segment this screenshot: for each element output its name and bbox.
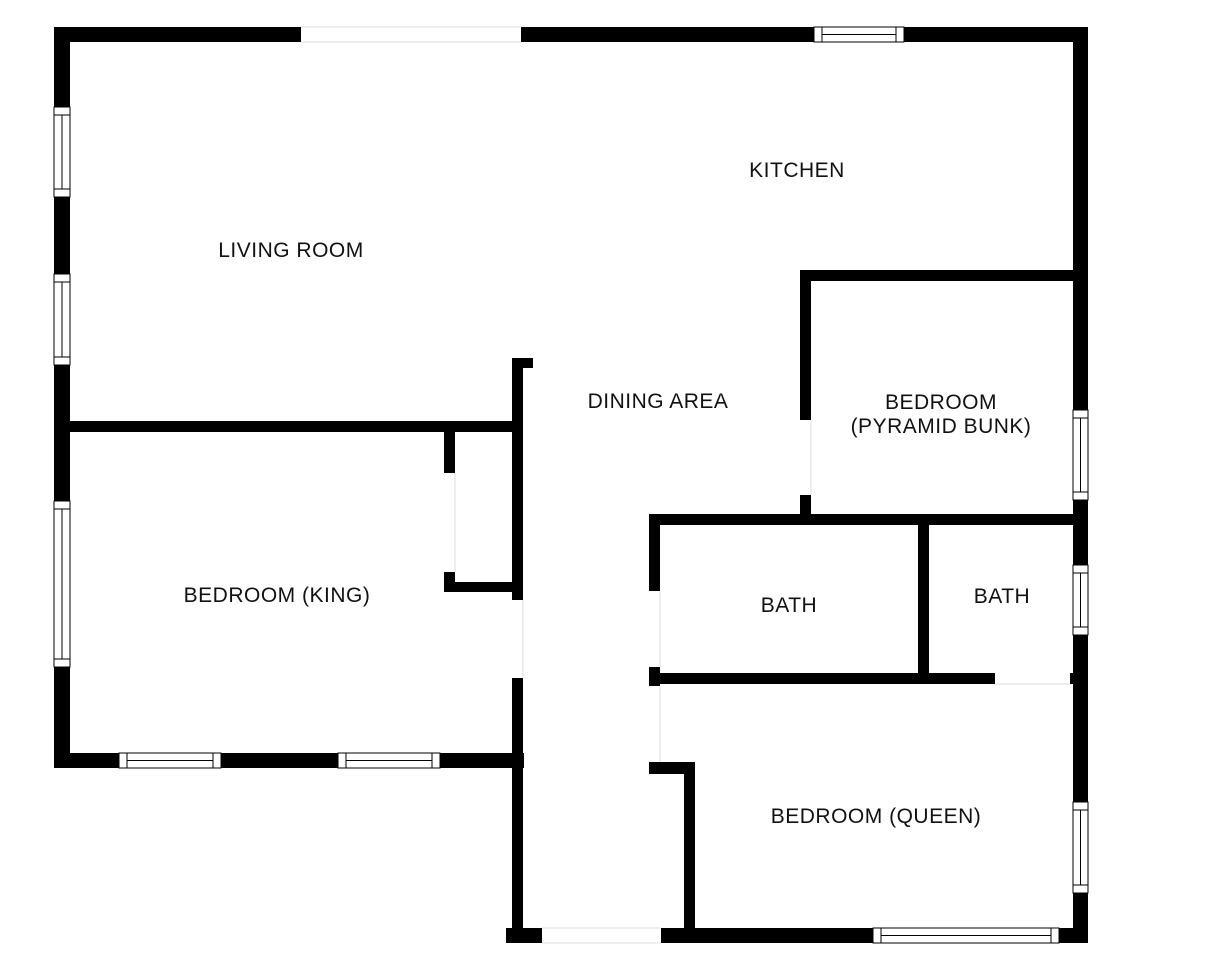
window-top-kitchen: [813, 26, 905, 43]
label-bedroom-pyramid-bunk-line1: BEDROOM: [885, 391, 997, 414]
wall-living-king: [54, 421, 520, 432]
window-left-3: [53, 500, 71, 668]
wall-bath-divider: [918, 514, 929, 684]
wall-queen-west: [684, 762, 695, 943]
wall-corridor-west-2: [512, 678, 523, 943]
label-bedroom-pyramid-bunk-line2: (PYRAMID BUNK): [851, 415, 1032, 438]
wall-top-right: [904, 27, 1088, 42]
label-bath-left: BATH: [761, 594, 817, 617]
wall-right-2: [1073, 500, 1088, 565]
wall-left-1: [54, 27, 70, 107]
wall-bottom-left-3: [440, 753, 524, 768]
label-bedroom-queen: BEDROOM (QUEEN): [771, 805, 982, 828]
label-dining-area: DINING AREA: [588, 390, 729, 413]
window-left-2: [53, 273, 71, 366]
wall-baths-bottom: [649, 673, 995, 684]
wall-baths-top: [649, 514, 1088, 525]
wall-bunk-left-bottom: [800, 495, 811, 523]
walls: [54, 27, 1088, 943]
windows: [53, 26, 1089, 944]
wall-left-3: [54, 365, 70, 501]
window-right-bath: [1072, 564, 1089, 636]
wall-left-4: [54, 667, 70, 768]
label-bedroom-king: BEDROOM (KING): [184, 584, 371, 607]
wall-baths-left-top: [649, 514, 660, 591]
wall-top-middle: [521, 27, 814, 42]
wall-left-2: [54, 197, 70, 274]
wall-bottom-1: [506, 928, 542, 943]
window-right-queen: [1072, 801, 1089, 894]
wall-bunk-left-top: [800, 270, 811, 420]
window-bottom-left-2: [337, 752, 441, 769]
wall-baths-bottom-right: [1070, 673, 1088, 684]
openings: [301, 26, 1070, 944]
wall-bunk-top: [800, 270, 1088, 281]
wall-queen-stub: [649, 762, 695, 774]
wall-bottom-2: [661, 928, 873, 943]
wall-bottom-left-1: [54, 753, 119, 768]
window-bottom-queen: [872, 927, 1060, 944]
wall-top-left: [54, 27, 301, 42]
window-bottom-left-1: [118, 752, 222, 769]
wall-right-1: [1073, 27, 1088, 410]
wall-closet-bottom: [444, 582, 520, 592]
window-right-bunk: [1072, 409, 1089, 501]
label-bath-right: BATH: [974, 585, 1030, 608]
wall-right-3: [1073, 635, 1088, 802]
window-left-1: [53, 106, 71, 198]
wall-corridor-west-1: [512, 358, 523, 600]
room-labels: LIVING ROOM KITCHEN DINING AREA BEDROOM …: [184, 159, 1032, 828]
label-kitchen: KITCHEN: [749, 159, 845, 182]
wall-bottom-3: [1059, 928, 1088, 943]
wall-bottom-left-2: [221, 753, 338, 768]
label-living-room: LIVING ROOM: [218, 239, 364, 262]
wall-closet-left-top: [444, 421, 455, 473]
